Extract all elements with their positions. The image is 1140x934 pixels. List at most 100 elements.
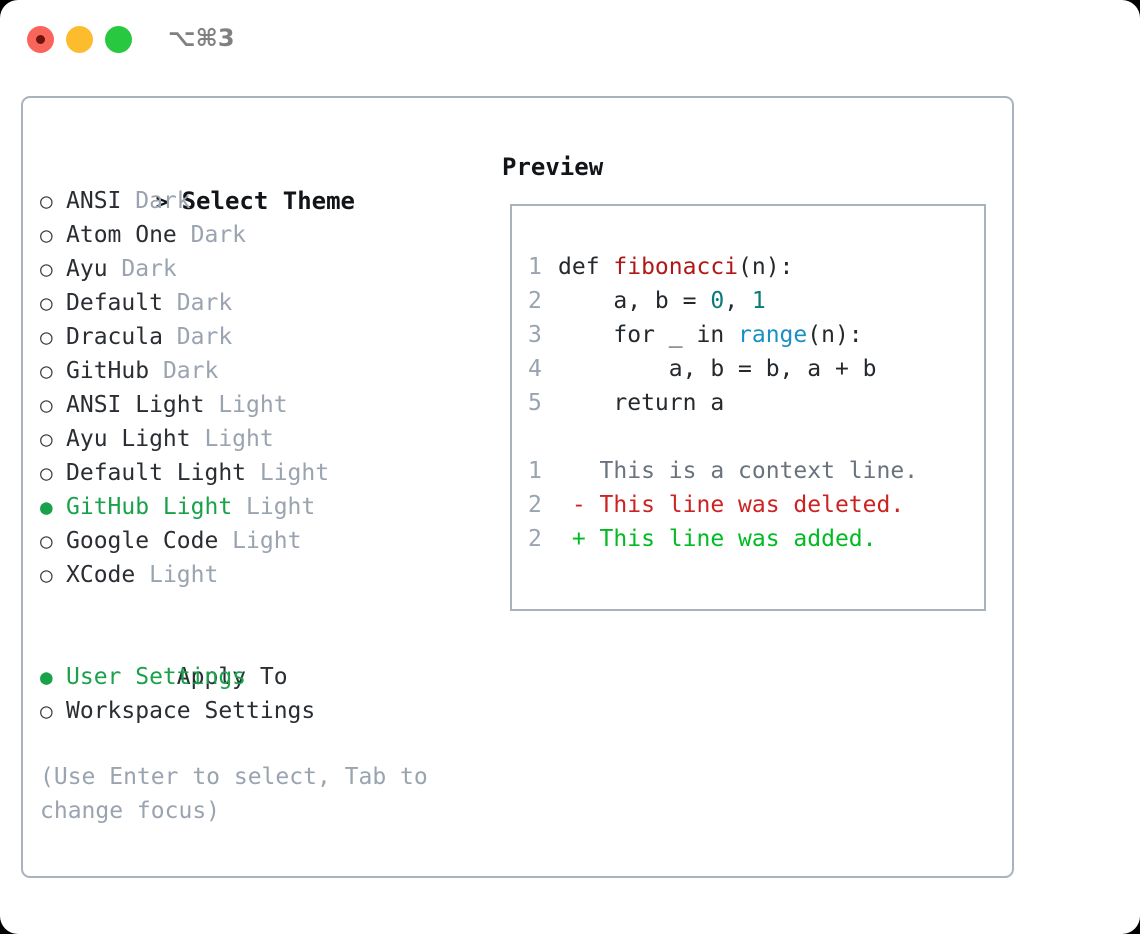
code-token: (n): — [807, 322, 863, 348]
theme-list-item[interactable]: ○ Ayu Light Light — [40, 422, 470, 456]
theme-list-item[interactable]: ○ Default Dark — [40, 286, 470, 320]
radio-unselected-icon[interactable]: ○ — [40, 563, 53, 587]
theme-name-label: Ayu Light — [66, 426, 191, 452]
code-token: , — [724, 288, 752, 314]
list-spacer — [40, 592, 470, 626]
theme-category-label: Dark — [149, 358, 219, 384]
help-hint-text: (Use Enter to select, Tab to change focu… — [40, 764, 428, 824]
theme-list-item[interactable]: ○ Default Light Light — [40, 456, 470, 490]
theme-list-item[interactable]: ○ GitHub Dark — [40, 354, 470, 388]
theme-name-label: ANSI — [66, 188, 122, 214]
theme-list-item[interactable]: ○XCode Light — [40, 558, 470, 592]
radio-selected-icon[interactable]: ● — [40, 665, 53, 689]
radio-unselected-icon[interactable]: ○ — [40, 291, 53, 315]
theme-list-item[interactable]: ○ ANSI Dark — [40, 184, 470, 218]
theme-name-label: Default Light — [66, 460, 247, 486]
code-line: 1 def fibonacci(n): — [528, 250, 918, 284]
code-token: (n): — [738, 254, 794, 280]
apply-to-item-label: Workspace Settings — [66, 698, 316, 724]
theme-category-label: Light — [246, 460, 330, 486]
radio-unselected-icon[interactable]: ○ — [40, 393, 53, 417]
line-number: 3 — [528, 322, 542, 348]
theme-category-label: Light — [204, 392, 288, 418]
page-title: Select Theme — [181, 187, 355, 215]
radio-unselected-icon[interactable]: ○ — [40, 189, 53, 213]
theme-name-label: Default — [66, 290, 163, 316]
theme-list: ○ANSI Dark○Atom One Dark○Ayu Dark○Defaul… — [40, 184, 470, 592]
radio-unselected-icon[interactable]: ○ — [40, 529, 53, 553]
code-token: for _ in — [558, 322, 739, 348]
code-token: a, b = — [558, 288, 711, 314]
apply-to-item-label: User Settings — [66, 664, 247, 690]
code-token: return a — [558, 390, 725, 416]
code-token: def — [558, 254, 614, 280]
code-token: - This line was deleted. — [558, 492, 905, 518]
apply-to-list: ● User Settings ○ Workspace Settings — [40, 660, 470, 728]
theme-name-label: GitHub Light — [66, 494, 233, 520]
minimize-window-button[interactable] — [66, 26, 93, 53]
theme-category-label: Dark — [162, 290, 233, 316]
radio-unselected-icon[interactable]: ○ — [40, 257, 53, 281]
theme-category-label: Dark — [176, 222, 247, 248]
code-line: 3 for _ in range(n): — [528, 318, 918, 352]
diff-line: 2 + This line was added. — [528, 522, 918, 556]
theme-category-label: Light — [190, 426, 274, 452]
diff-line: 2 - This line was deleted. — [528, 488, 918, 522]
diff-line: 1 This is a context line. — [528, 454, 918, 488]
theme-list-item[interactable]: ● GitHub Light Light — [40, 490, 470, 524]
theme-category-label: Light — [232, 494, 316, 520]
line-number: 2 — [528, 288, 542, 314]
line-number: 1 — [528, 254, 542, 280]
theme-category-label: Light — [218, 528, 302, 554]
theme-list-item[interactable]: ○ Dracula Dark — [40, 320, 470, 354]
radio-unselected-icon[interactable]: ○ — [40, 699, 53, 723]
line-number: 4 — [528, 356, 542, 382]
theme-name-label: ANSI Light — [66, 392, 205, 418]
theme-list-item[interactable]: ○ Google Code Light — [40, 524, 470, 558]
theme-category-label: Dark — [162, 324, 233, 350]
title-bar: ⌥⌘3 — [0, 0, 1140, 78]
code-diff-separator — [528, 420, 918, 454]
radio-unselected-icon[interactable]: ○ — [40, 223, 53, 247]
theme-name-label: XCode — [66, 562, 136, 588]
radio-unselected-icon[interactable]: ○ — [40, 427, 53, 451]
radio-unselected-icon[interactable]: ○ — [40, 325, 53, 349]
apply-to-header: ○Apply To — [40, 626, 470, 690]
apply-to-item[interactable]: ● User Settings — [40, 660, 470, 694]
code-token: 0 — [710, 288, 725, 314]
code-token: + This line was added. — [558, 526, 877, 552]
prompt-caret-icon: > — [155, 190, 169, 214]
code-line: 5 return a — [528, 386, 918, 420]
apply-to-item[interactable]: ○ Workspace Settings — [40, 694, 470, 728]
radio-unselected-icon[interactable]: ○ — [40, 359, 53, 383]
code-line: 2 a, b = 0, 1 — [528, 284, 918, 318]
theme-list-item[interactable]: ○ ANSI Light Light — [40, 388, 470, 422]
theme-list-item[interactable]: ○ Ayu Dark — [40, 252, 470, 286]
preview-title: Preview — [502, 153, 604, 181]
theme-list-item[interactable]: ○Atom One Dark — [40, 218, 470, 252]
code-token: This is a context line. — [558, 458, 919, 484]
code-token: range — [738, 322, 808, 348]
theme-name-label: Dracula — [66, 324, 163, 350]
theme-name-label: Google Code — [66, 528, 219, 554]
line-number: 2 — [528, 526, 542, 552]
theme-category-label: Dark — [121, 188, 191, 214]
code-token: fibonacci — [613, 254, 739, 280]
radio-selected-icon[interactable]: ● — [40, 495, 53, 519]
theme-name-label: Ayu — [66, 256, 108, 282]
line-number: 1 — [528, 458, 542, 484]
close-window-button[interactable] — [27, 26, 54, 53]
line-number: 5 — [528, 390, 542, 416]
radio-unselected-icon[interactable]: ○ — [40, 461, 53, 485]
theme-category-label: Dark — [107, 256, 177, 282]
line-number: 2 — [528, 492, 542, 518]
maximize-window-button[interactable] — [105, 26, 132, 53]
theme-picker-column: >Select Theme ○ANSI Dark○Atom One Dark○A… — [40, 150, 470, 728]
theme-name-label: GitHub — [66, 358, 150, 384]
main-panel: >Select Theme ○ANSI Dark○Atom One Dark○A… — [21, 96, 1014, 878]
keyboard-shortcut-label: ⌥⌘3 — [168, 24, 235, 52]
theme-picker-header: > Select Theme — [40, 150, 470, 215]
